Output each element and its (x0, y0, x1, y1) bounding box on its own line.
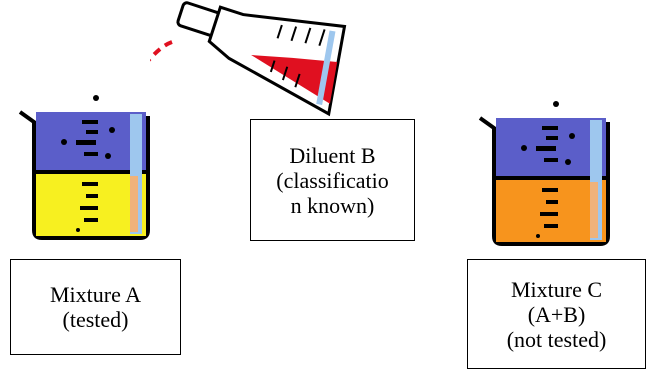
diluent-b-line-2: (classificatio (276, 167, 389, 193)
mixture-a-line-2: (tested) (62, 307, 129, 332)
diluent-b-line-3: n known) (290, 192, 375, 218)
mixture-c-label-box: Mixture C (A+B) (not tested) (467, 259, 646, 369)
mixture-a-label-box: Mixture A (tested) (10, 259, 181, 355)
beaker-a-icon (18, 95, 150, 240)
mixture-c-line-2: (A+B) (527, 301, 586, 327)
flask-icon (150, 1, 347, 117)
pour-stream (150, 40, 173, 62)
mixture-c-line-3: (not tested) (506, 326, 607, 352)
mixture-c-line-1: Mixture C (510, 276, 603, 302)
diluent-b-label-box: Diluent B (classificatio n known) (250, 119, 415, 241)
mixture-a-line-1: Mixture A (49, 282, 142, 307)
diluent-b-line-1: Diluent B (289, 142, 376, 168)
beaker-c-icon (478, 101, 610, 246)
